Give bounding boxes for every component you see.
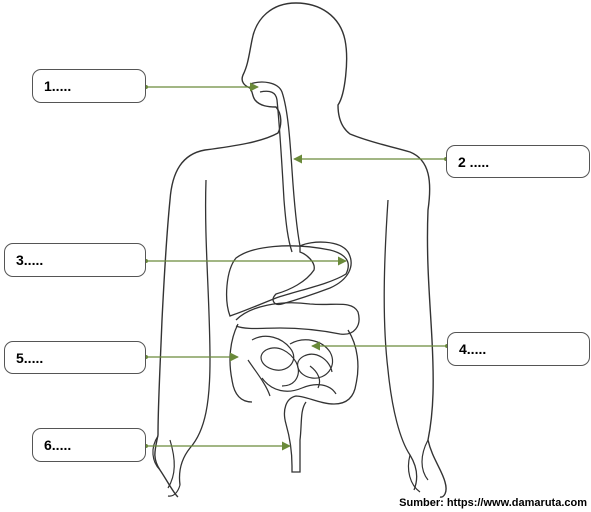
right-hand — [407, 439, 429, 493]
body-outline — [154, 2, 297, 498]
label-text-1: 1..... — [44, 78, 72, 94]
label-text-6: 6..... — [44, 437, 72, 453]
right-inner-arm — [383, 199, 418, 491]
esophagus — [249, 81, 301, 253]
left-hand — [152, 435, 181, 497]
stomach — [272, 241, 352, 306]
liver — [225, 245, 349, 317]
label-box-2[interactable]: 2 ..... — [446, 145, 590, 178]
source-credit: Sumber: https://www.damaruta.com — [399, 497, 587, 509]
left-inner-arm — [178, 179, 211, 486]
label-box-5[interactable]: 5..... — [4, 341, 146, 374]
label-box-1[interactable]: 1..... — [32, 69, 146, 103]
label-text-4: 4..... — [459, 341, 487, 357]
label-box-3[interactable]: 3..... — [4, 243, 146, 277]
label-box-6[interactable]: 6..... — [32, 428, 146, 462]
rectum — [291, 401, 307, 473]
body-outline-right — [295, 2, 447, 498]
small-intestine — [247, 335, 337, 397]
large-intestine — [229, 323, 359, 467]
label-text-3: 3..... — [16, 252, 44, 268]
transverse-colon — [235, 302, 360, 335]
label-box-4[interactable]: 4..... — [447, 332, 590, 366]
label-text-2: 2 ..... — [458, 153, 490, 170]
label-text-5: 5..... — [16, 349, 44, 366]
